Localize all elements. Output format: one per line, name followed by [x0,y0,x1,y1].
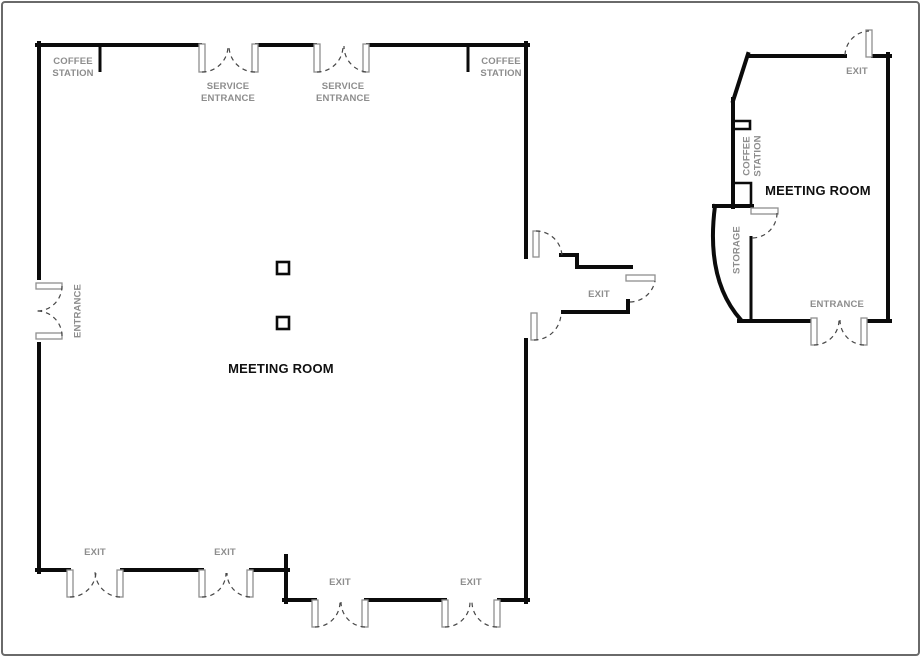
label-coffee-station-right-room: COFFEE STATION [741,135,764,177]
door-leaf [246,569,254,598]
label-entrance-main: ENTRANCE [72,284,84,338]
door-swing-arc [844,30,870,56]
main-room-door-arcs [36,45,656,628]
label-coffee-station-left: COFFEE STATION [52,56,94,79]
door-leaf [810,317,818,346]
door-swing-arc [201,572,227,598]
wall-diagonal [730,51,751,104]
label-exit-bottom-3: EXIT [329,577,351,588]
label-storage: STORAGE [731,226,743,274]
door-swing-arc [201,45,229,73]
door-leaf [361,599,369,628]
column-1 [275,260,291,276]
door-swing-arc [36,285,63,312]
vestibule-wall-lower [561,299,630,314]
door-leaf [66,569,74,598]
vestibule-wall-upper [559,253,633,269]
right-room-doors [750,29,873,346]
door-leaf [35,282,63,290]
door-swing-arc [316,45,344,73]
door-leaf [198,569,206,598]
coffee-alcove-notch-1 [733,119,752,131]
label-exit-bottom-2: EXIT [214,547,236,558]
label-exit-right-room: EXIT [846,66,868,77]
door-swing-arc [94,570,121,598]
door-leaf [860,317,868,346]
door-swing-arc [69,570,97,598]
door-swing-arc [226,572,251,598]
door-leaf [313,43,321,73]
door-swing-arc [629,280,656,303]
door-swing-arc [535,230,563,258]
storage-curved-wall [711,203,744,323]
door-leaf [35,332,63,340]
door-swing-arc [228,45,256,73]
door-leaf [625,274,656,282]
door-swing-arc [751,212,778,239]
main-room-walls [35,41,633,604]
door-leaf [311,599,319,628]
label-exit-bottom-4: EXIT [460,577,482,588]
door-swing-arc [444,601,471,628]
right-room-walls [711,51,892,323]
door-leaf [441,599,449,628]
door-leaf [251,43,259,73]
column-2 [275,315,291,331]
door-leaf [198,43,206,73]
label-meeting-room-right: MEETING ROOM [765,183,871,198]
label-service-entrance-1: SERVICE ENTRANCE [201,81,255,104]
label-coffee-station-right: COFFEE STATION [480,56,522,79]
label-service-entrance-2: SERVICE ENTRANCE [316,81,370,104]
label-entrance-right: ENTRANCE [810,299,864,310]
door-swing-arc [813,319,840,346]
door-leaf [750,207,779,215]
coffee-alcove-notch-2 [733,181,753,206]
door-swing-arc [314,601,341,628]
door-leaf [493,599,501,628]
label-meeting-room-main: MEETING ROOM [228,361,334,376]
label-exit-vestibule: EXIT [588,289,610,300]
door-swing-arc [471,601,498,628]
door-swing-arc [839,319,865,346]
door-leaf [532,230,540,258]
door-leaf [362,43,370,73]
door-swing-arc [340,601,366,628]
door-leaf [530,312,538,341]
door-leaf [865,29,873,58]
door-swing-arc [36,310,63,337]
door-swing-arc [343,45,367,73]
main-room-door-leaves [35,43,656,628]
door-leaf [116,569,124,598]
door-swing-arc [533,312,562,341]
label-exit-bottom-1: EXIT [84,547,106,558]
